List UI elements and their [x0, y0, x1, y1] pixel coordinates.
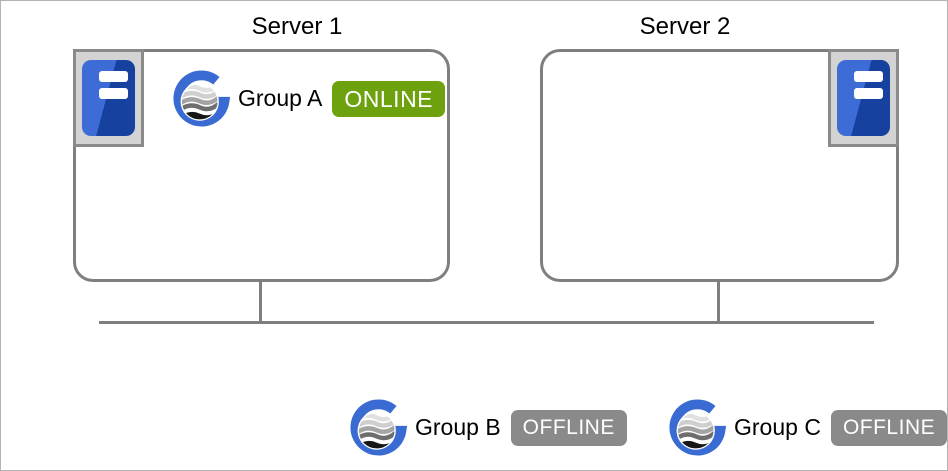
availability-group-icon [350, 399, 407, 456]
server-drive-bay [99, 71, 128, 82]
server2-tower-icon [828, 49, 899, 147]
server-drive-bay [854, 71, 883, 82]
server1-network-connector [259, 280, 262, 323]
group-c-status-badge: OFFLINE [830, 409, 947, 446]
network-line [99, 321, 874, 324]
server-drive-bay [854, 88, 883, 99]
group-c-row: Group C OFFLINE [669, 399, 947, 456]
group-b-row: Group B OFFLINE [350, 399, 627, 456]
group-a-status-badge: ONLINE [332, 80, 446, 117]
group-b-status-badge: OFFLINE [510, 409, 627, 446]
group-c-label: Group C [734, 414, 821, 440]
server-tower-body [837, 60, 890, 136]
server2-network-connector [717, 280, 720, 323]
server2-label: Server 2 [639, 13, 731, 40]
group-a-label: Group A [238, 85, 323, 111]
availability-group-icon [669, 399, 726, 456]
server1-label: Server 1 [251, 13, 343, 40]
availability-group-icon [173, 70, 230, 127]
server-drive-bay [99, 88, 128, 99]
group-b-label: Group B [415, 414, 501, 440]
server1-tower-icon [73, 49, 144, 147]
server-tower-body [82, 60, 135, 136]
group-a-row: Group A ONLINE [173, 70, 446, 127]
